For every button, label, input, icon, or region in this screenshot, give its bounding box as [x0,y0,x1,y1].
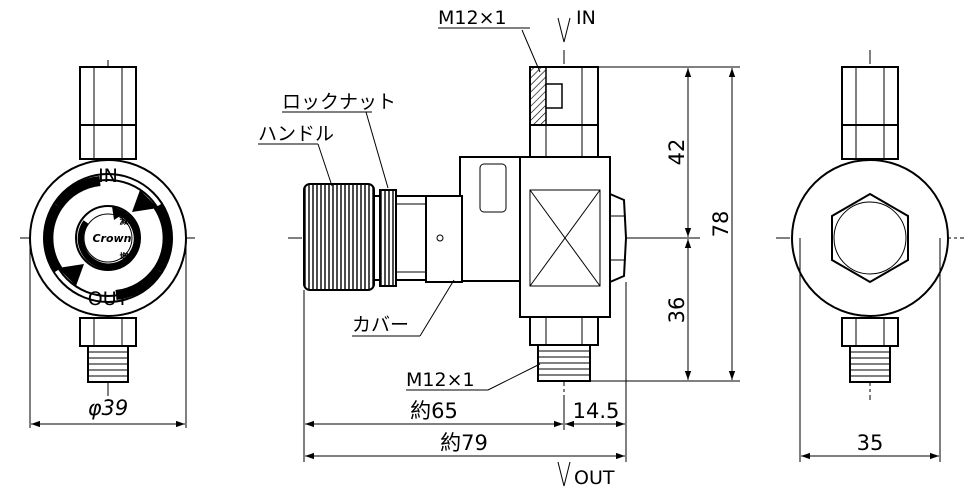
dim-36: 36 [665,297,689,324]
decrease-mark: 減 [119,215,128,227]
flow-out-arrow-icon [557,461,571,487]
left-top-hex [79,124,137,160]
leader-locknut [365,111,389,189]
dim-65: 約65 [410,399,458,423]
arrow-head-left-icon [58,264,84,286]
left-bottom-hex [79,317,137,347]
left-knob [75,205,141,271]
leader-inlet-thread [521,29,541,73]
leader-cover [419,279,455,337]
inlet-label: IN [576,7,596,29]
inlet-section-hatch [529,66,547,126]
inlet-thread-label: M12×1 [438,7,507,29]
side-plug [609,192,628,284]
leader-outlet-thread [487,363,541,391]
left-top-nut [79,66,137,126]
cover-neck [425,195,463,283]
right-hex-plug [831,192,909,284]
decrease-arc-icon [53,176,101,209]
brand-logo-text: Crown [92,232,131,245]
main-body [519,156,611,318]
increase-mark: 増 [119,251,128,263]
rotation-arrow-icon [77,209,140,270]
handle-label: ハンドル [258,123,334,145]
body-square-face [529,189,601,287]
arrow-head-right-icon [132,190,158,212]
left-out-label: OUT [88,288,129,310]
cover-label: カバー [352,314,409,336]
handle [303,183,375,291]
front-view: M12×1 IN ロックナット ハンドル カバー M12×1 OUT 42 36… [258,7,740,489]
dim-35: 35 [857,431,884,455]
increase-arc-icon [115,267,163,300]
locknut-label: ロックナット [282,91,396,113]
right-top-nut [841,66,899,126]
lock-nut [379,189,397,287]
cover [459,156,521,282]
dim-14-5: 14.5 [573,399,620,423]
left-view: IN OUT Crown 減 増 φ39 [20,60,196,428]
dim-42: 42 [665,139,689,166]
leader-handle [317,143,333,187]
inlet-hex [529,124,599,158]
dim-79: 約79 [440,431,488,455]
flow-in-arrow-icon [557,17,571,43]
outlet-label: OUT [574,467,615,489]
dim-78: 78 [709,211,733,238]
dim-diameter-39: φ39 [88,396,129,420]
stem [395,195,427,281]
right-view: 35 [776,50,964,462]
left-in-label: IN [98,165,118,187]
outlet-thread-label: M12×1 [406,369,475,391]
outlet-hex [529,316,599,346]
